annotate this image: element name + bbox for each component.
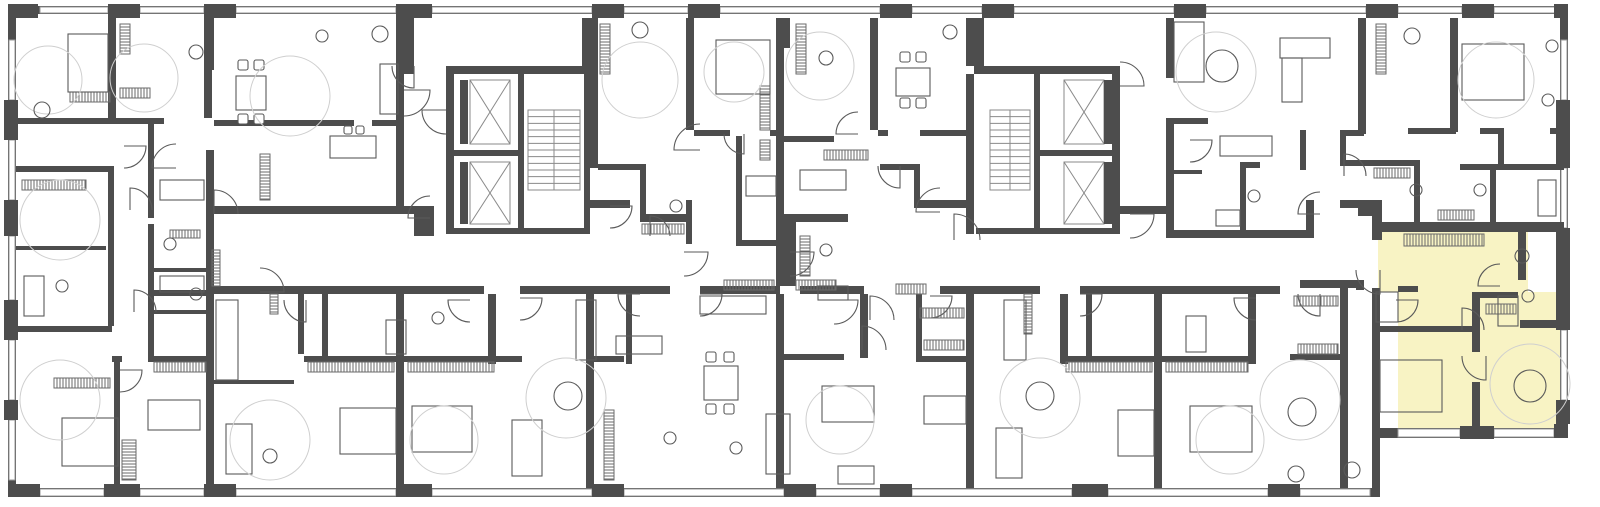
- interior-walls-west: [16, 18, 414, 486]
- core-west: [446, 18, 592, 234]
- stairs-west: [527, 109, 581, 191]
- radiators: [21, 23, 1517, 481]
- corridor-walls: [214, 200, 1382, 294]
- interior-walls-center: [590, 18, 974, 286]
- facade-piers: [4, 4, 1570, 497]
- selected-apartment-walls: [1358, 208, 1564, 428]
- core-east: [966, 18, 1120, 234]
- interior-walls-south: [214, 288, 1348, 488]
- furniture: [13, 21, 1571, 485]
- interior-walls-east: [1166, 18, 1564, 230]
